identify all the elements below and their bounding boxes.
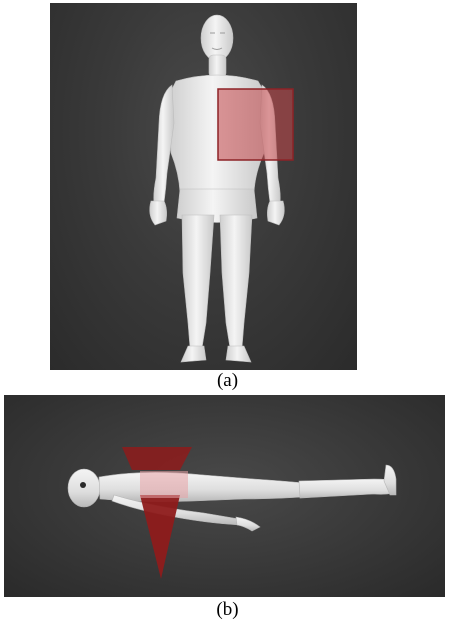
human-body-standing: [150, 15, 285, 362]
caption-a: (a): [0, 371, 455, 391]
chest-highlight-overlay: [140, 471, 188, 498]
lying-figure-svg: [4, 395, 445, 597]
cone-region-upper: [122, 447, 192, 470]
chest-highlight-box: [218, 89, 293, 160]
head-eye: [80, 482, 86, 488]
render-lying-figure: [4, 395, 445, 597]
caption-b: (b): [0, 600, 455, 620]
human-body-lying: [68, 465, 396, 531]
standing-figure-svg: [50, 3, 357, 370]
render-standing-figure: [50, 3, 357, 370]
cone-region-lower: [140, 495, 180, 579]
